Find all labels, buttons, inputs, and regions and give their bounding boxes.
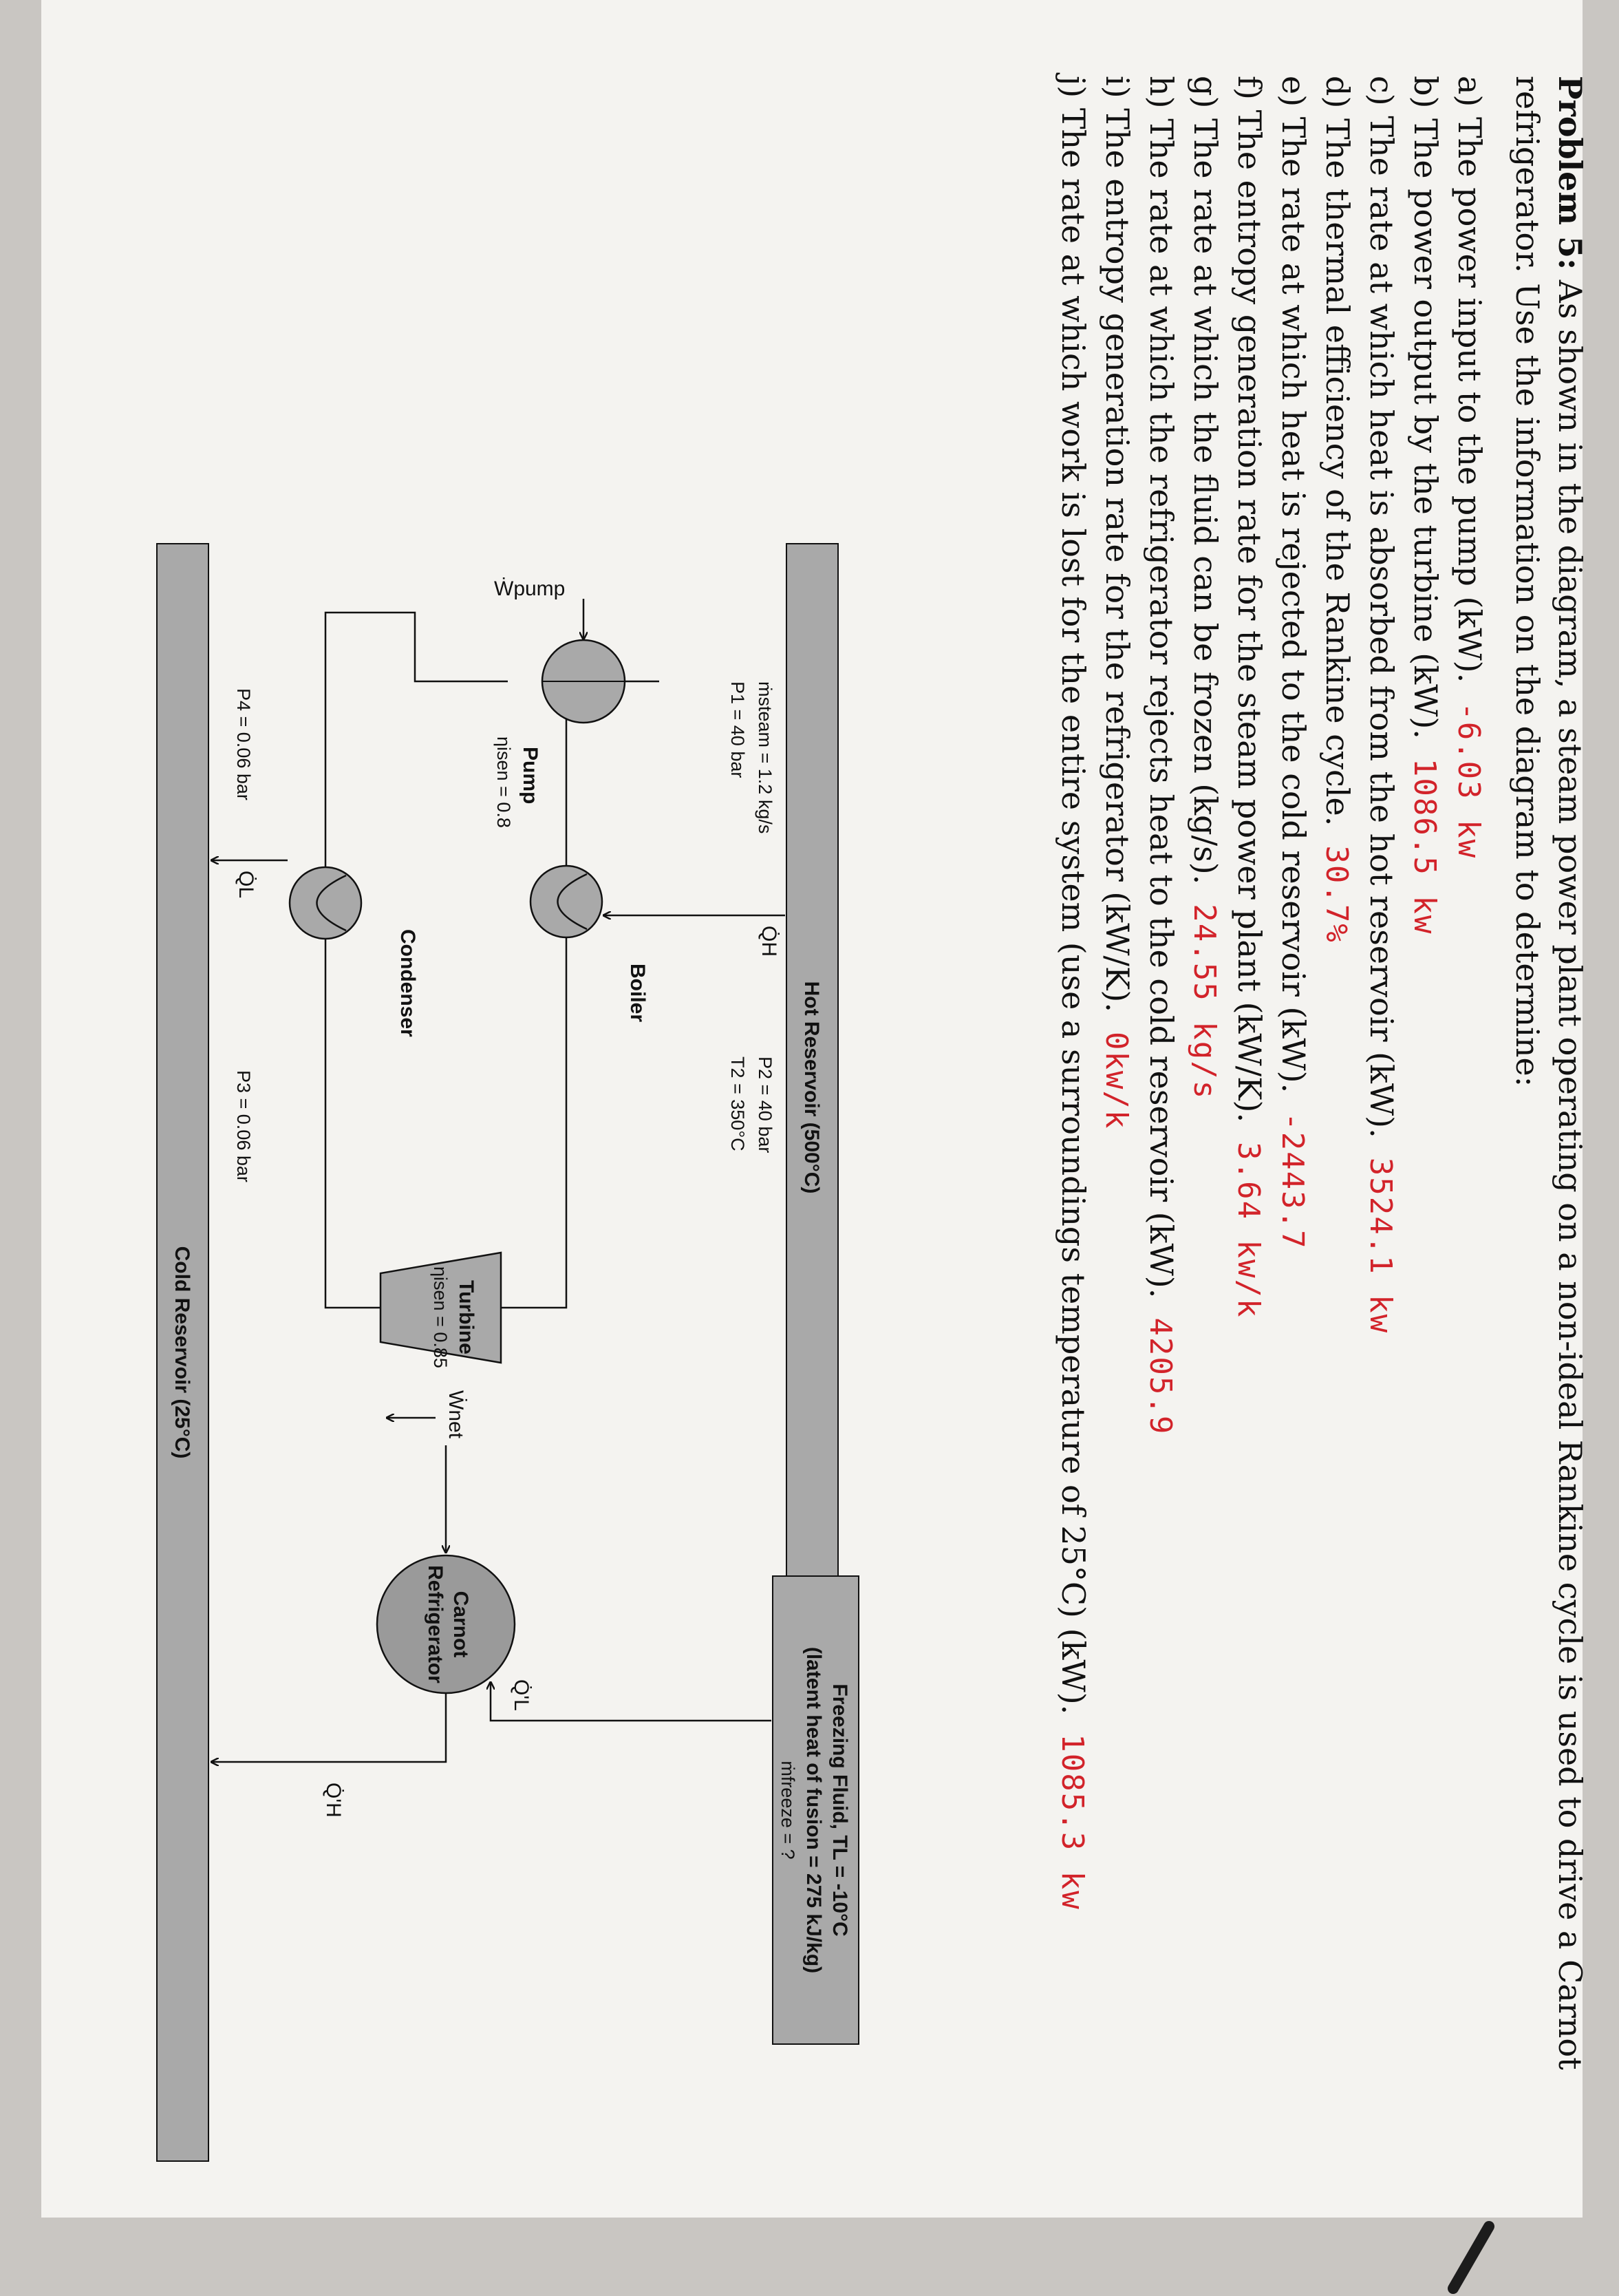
- w-pump-label: Ẇpump: [494, 577, 565, 600]
- turbine-efficiency: ηisen = 0.85: [430, 1266, 451, 1368]
- state2-temperature: T2 = 350°C: [727, 1056, 748, 1151]
- qh-prime-arrow: [212, 1693, 447, 1762]
- pipe-state2: [501, 895, 568, 1309]
- state1-pressure: P1 = 40 bar: [727, 681, 748, 778]
- hot-reservoir-label: Hot Reservoir (500°C): [800, 981, 823, 1194]
- ql-prime-arrow: [491, 1683, 771, 1722]
- state4-pressure: P4 = 0.06 bar: [233, 688, 254, 800]
- freeze-rate-label: ṁfreeze = ?: [778, 1761, 798, 1859]
- condenser: [288, 866, 363, 940]
- condenser-coil: [316, 874, 347, 932]
- boiler-label: Boiler: [626, 964, 649, 1022]
- latent-heat-label: (latent heat of fusion = 275 kJ/kg): [802, 1647, 825, 1973]
- state1-flow: ṁsteam = 1.2 kg/s: [755, 681, 775, 833]
- refrigerator-label-line2: Refrigerator: [424, 1565, 447, 1683]
- cold-reservoir-label: Cold Reservoir (25°C): [171, 1246, 193, 1459]
- turbine-label: Turbine: [455, 1280, 478, 1354]
- boiler-symbol: [529, 864, 603, 939]
- w-net-label: Ẇnet: [444, 1390, 467, 1439]
- state3-pressure: P3 = 0.06 bar: [233, 1070, 254, 1182]
- refrigerator-label-line1: Carnot: [449, 1591, 472, 1658]
- spiral-binding: [1446, 2219, 1497, 2296]
- pipe-state3: [324, 933, 384, 1309]
- boiler: [529, 864, 603, 939]
- freezing-fluid-box: [772, 1575, 859, 2045]
- condenser-symbol: [288, 866, 363, 940]
- qh-prime-label: Q̇'H: [322, 1783, 345, 1818]
- pump-efficiency: ηisen = 0.8: [493, 736, 514, 828]
- rotated-page-content: Problem 5: As shown in the diagram, a st…: [36, 0, 1619, 2168]
- ql-prime-label: Q̇'L: [510, 1679, 533, 1711]
- cold-reservoir-box: [156, 543, 209, 2162]
- condenser-label: Condenser: [396, 929, 419, 1037]
- ql-label: Q̇L: [235, 871, 257, 898]
- pump-label: Pump: [519, 747, 542, 804]
- state2-pressure: P2 = 40 bar: [755, 1056, 775, 1153]
- rankine-refrigerator-diagram: Hot Reservoir (500°C) Cold Reservoir (25…: [156, 543, 859, 2162]
- pump: [541, 639, 626, 724]
- freezing-fluid-label: Freezing Fluid, TL = -10°C: [828, 1683, 851, 1936]
- boiler-coil: [557, 873, 588, 931]
- qh-label: Q̇H: [758, 926, 780, 957]
- pipe-state4: [324, 611, 508, 874]
- turbine-symbol: [379, 1251, 502, 1364]
